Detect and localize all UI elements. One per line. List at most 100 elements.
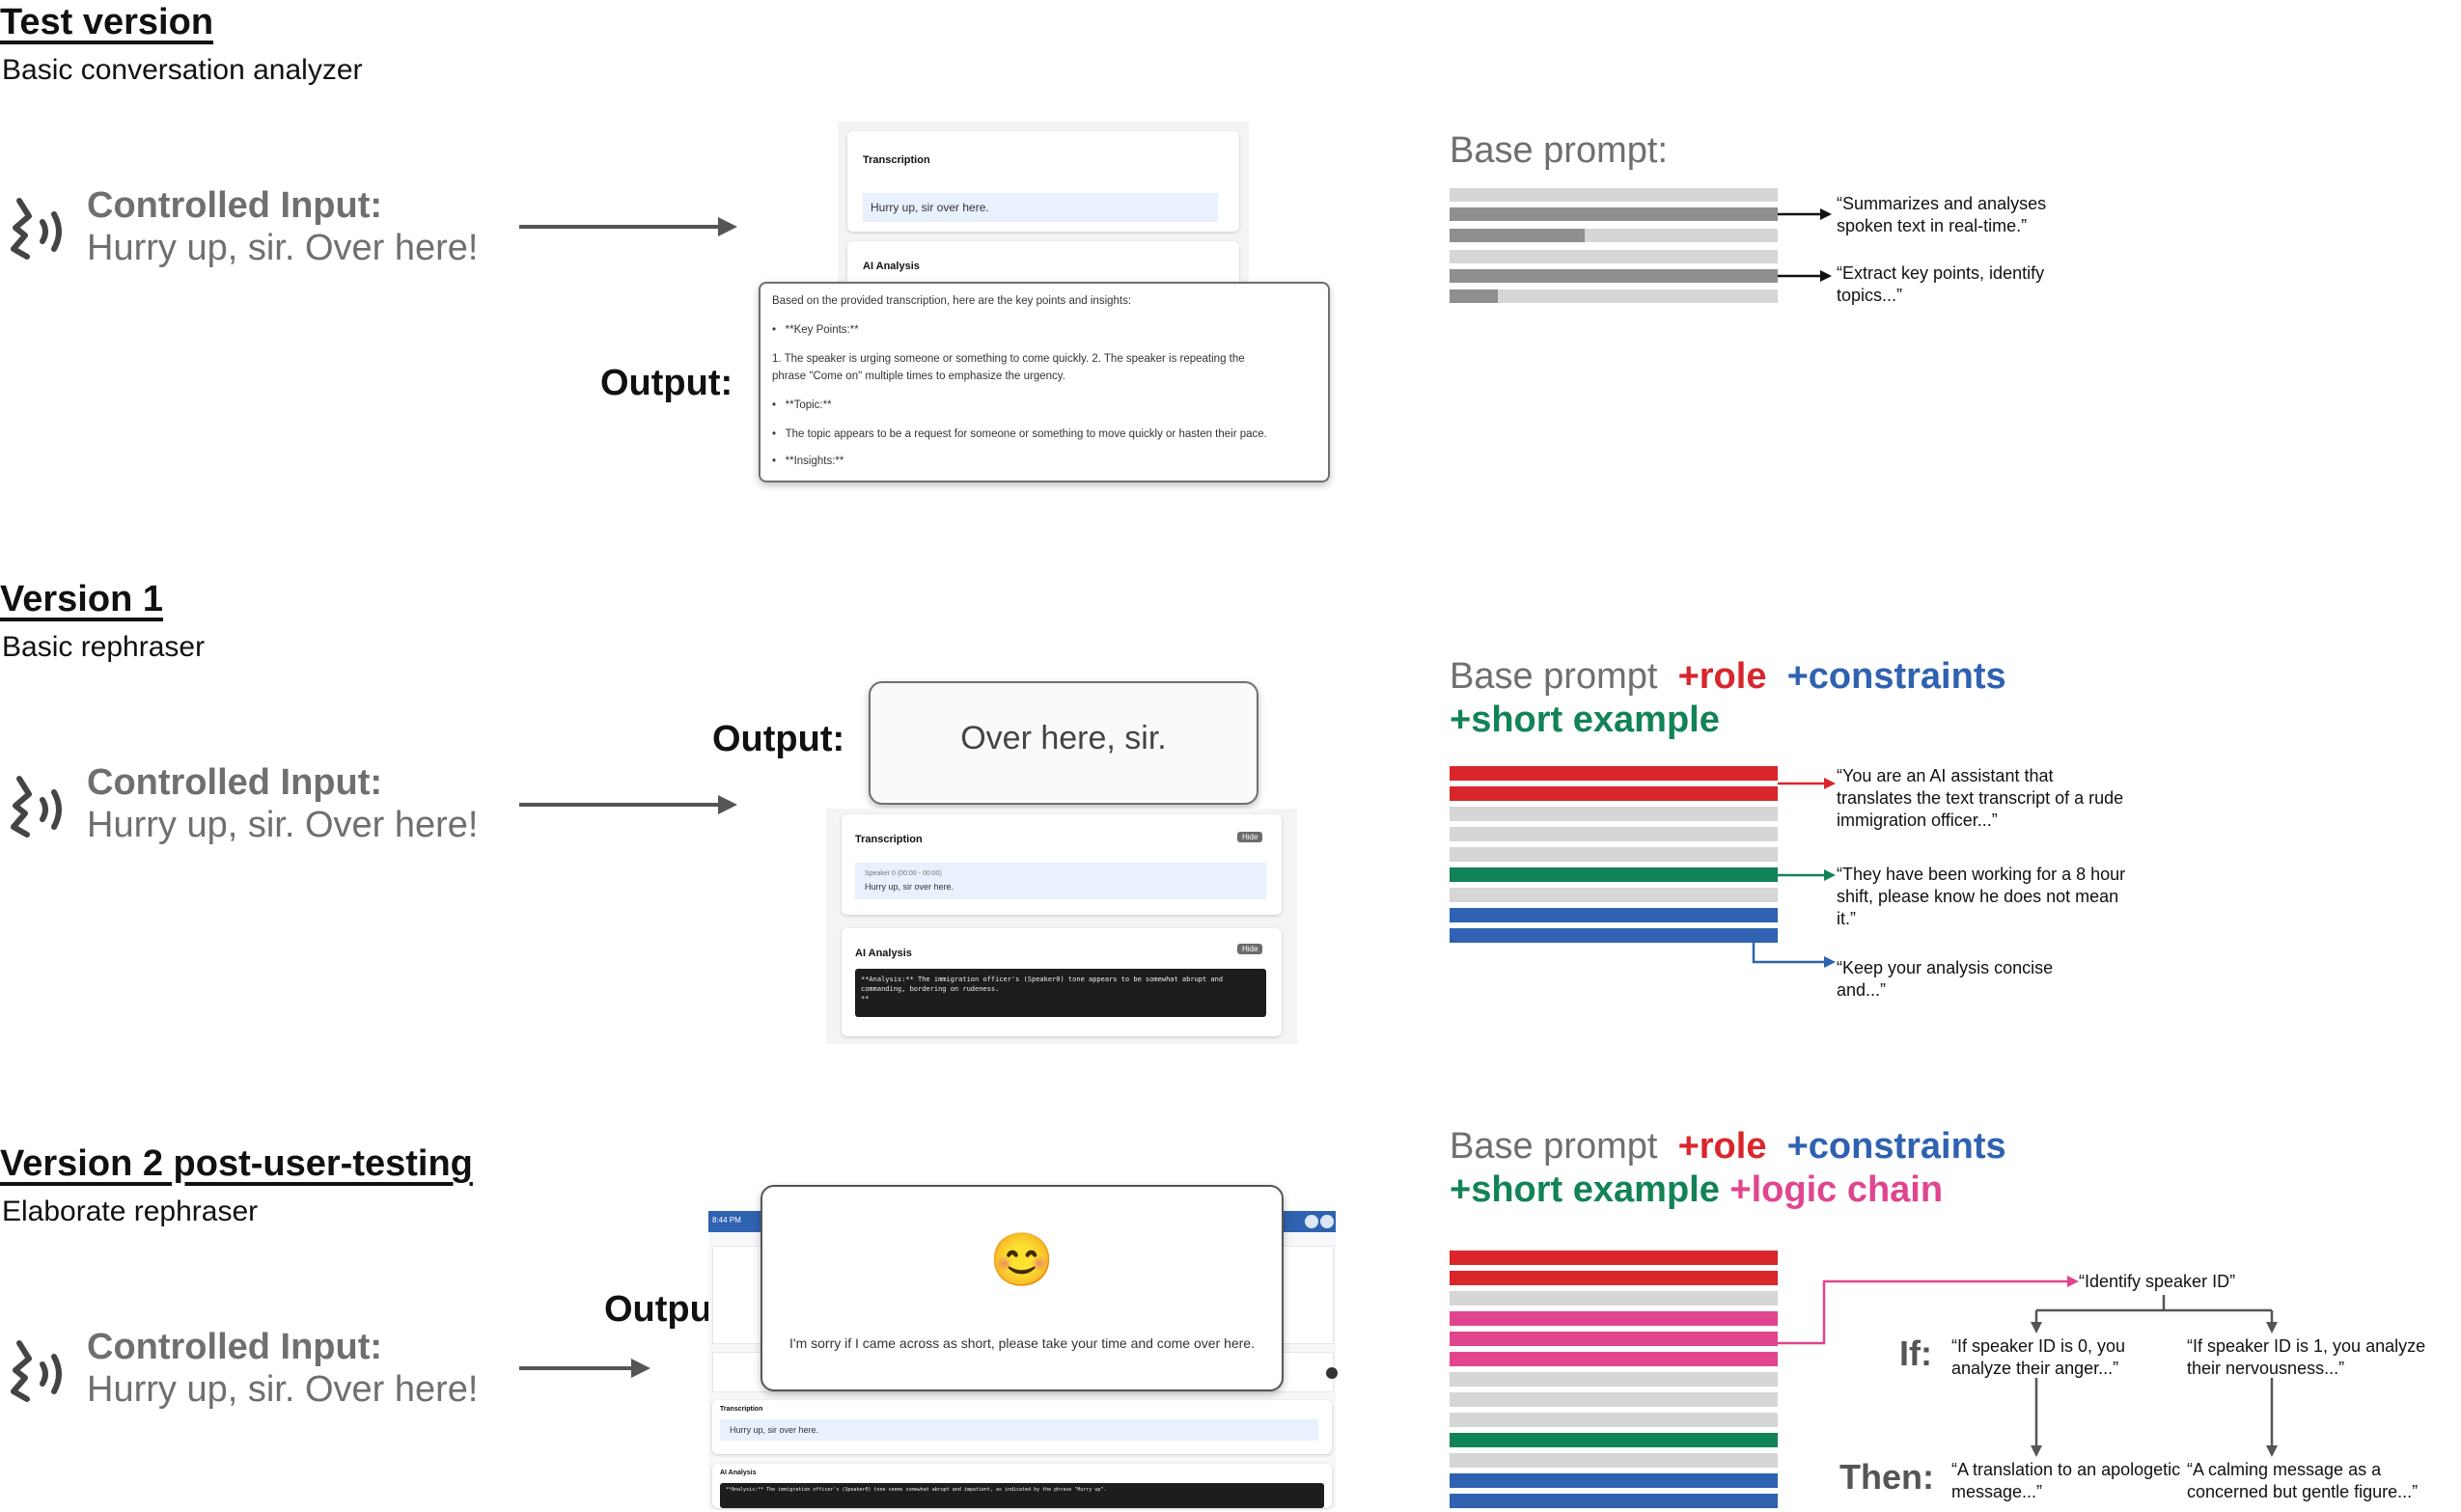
logic-if-right: “If speaker ID is 1, you analyze their n… bbox=[2187, 1336, 2426, 1378]
analysis-title: AI Analysis bbox=[855, 948, 912, 959]
output-text: I'm sorry if I came across as short, ple… bbox=[789, 1335, 1255, 1351]
controlled-input-text: Hurry up, sir. Over here! bbox=[87, 1369, 479, 1410]
output-bullet: • **Insights:** bbox=[772, 455, 844, 467]
prompt-bar-constraints bbox=[1450, 1494, 1778, 1508]
prompt-note: “Summarizes and analyses spoken text in … bbox=[1837, 194, 2047, 235]
input-arrow bbox=[519, 1359, 650, 1378]
speaking-head-icon bbox=[11, 1340, 62, 1402]
prompt-bar bbox=[1450, 269, 1778, 283]
prompt-bar-role bbox=[1450, 1271, 1778, 1285]
speaker-meta: Speaker 0 (00:00 - 00:00) bbox=[865, 870, 942, 877]
section-title-v1: Version 1 bbox=[0, 579, 163, 619]
analysis-panel: AI Analysis **Analysis:** The immigratio… bbox=[712, 1464, 1332, 1508]
if-label: If: bbox=[1899, 1333, 1932, 1373]
prompt-bar bbox=[1450, 1413, 1778, 1427]
then-label: Then: bbox=[1839, 1457, 1934, 1497]
output-bullet: • The topic appears to be a request for … bbox=[772, 428, 1267, 440]
prompt-bar-constraints bbox=[1450, 1473, 1778, 1488]
base-prompt-title-line2: +short example bbox=[1450, 700, 1720, 740]
controlled-input-text: Hurry up, sir. Over here! bbox=[87, 805, 479, 845]
prompt-note: “Extract key points, identify topics...” bbox=[1837, 263, 2045, 305]
output-text: Over here, sir. bbox=[960, 720, 1167, 756]
controlled-input-label: Controlled Input: bbox=[87, 762, 383, 803]
settings-icon[interactable] bbox=[1320, 1215, 1334, 1228]
prompt-bar-logic bbox=[1450, 1332, 1778, 1346]
analysis-title: AI Analysis bbox=[720, 1470, 757, 1476]
prompt-bar bbox=[1450, 289, 1778, 303]
smile-emoji-icon: 😊 bbox=[989, 1231, 1055, 1289]
transcription-panel: Transcription Hurry up, sir over here. bbox=[712, 1400, 1332, 1454]
transcription-field: Hurry up, sir over here. bbox=[863, 193, 1218, 222]
section-title-test: Test version bbox=[0, 2, 214, 42]
record-icon[interactable] bbox=[1326, 1367, 1338, 1379]
output-label: Output: bbox=[600, 363, 733, 403]
output-card: Based on the provided transcription, her… bbox=[759, 282, 1330, 482]
transcription-field: Hurry up, sir over here. bbox=[720, 1419, 1318, 1441]
prompt-bar bbox=[1450, 188, 1778, 202]
prompt-arrows bbox=[1778, 208, 1832, 282]
prompt-bar-role bbox=[1450, 766, 1778, 781]
speaking-head-icon bbox=[11, 198, 62, 260]
prompt-arrows bbox=[1752, 778, 1836, 968]
avatar-icon[interactable] bbox=[1305, 1215, 1318, 1228]
transcription-panel: Transcription Hurry up, sir over here. bbox=[847, 131, 1239, 232]
prompt-bar bbox=[1450, 289, 1498, 303]
input-arrow bbox=[519, 217, 737, 236]
prompt-bar-logic bbox=[1450, 1311, 1778, 1326]
prompt-bar-logic bbox=[1450, 1352, 1778, 1366]
prompt-bar bbox=[1450, 807, 1778, 821]
transcription-field: Speaker 0 (00:00 - 00:00) Hurry up, sir … bbox=[855, 863, 1266, 899]
app-time: 8:44 PM bbox=[712, 1216, 741, 1224]
base-prompt-title: Base prompt +role +constraints bbox=[1450, 1126, 2006, 1167]
prompt-bar-constraints bbox=[1450, 908, 1778, 922]
output-card: Over here, sir. bbox=[869, 681, 1258, 805]
controlled-input-label: Controlled Input: bbox=[87, 1327, 383, 1367]
output-label: Output: bbox=[712, 719, 845, 759]
prompt-bar bbox=[1450, 888, 1778, 902]
section-title-v2: Version 2 post-user-testing bbox=[0, 1143, 473, 1184]
analysis-panel: AI Analysis bbox=[847, 241, 1239, 289]
section-subtitle-v2: Elaborate rephraser bbox=[2, 1196, 259, 1227]
prompt-bar bbox=[1450, 827, 1778, 841]
logic-root-node: “Identify speaker ID” bbox=[2079, 1272, 2236, 1291]
logic-then-left: “A translation to an apologetic message.… bbox=[1951, 1460, 2181, 1501]
prompt-bar bbox=[1450, 1372, 1778, 1387]
prompt-bar-constraints bbox=[1450, 928, 1778, 943]
transcription-title: Transcription bbox=[863, 154, 930, 166]
hide-button[interactable]: Hide bbox=[1237, 944, 1263, 954]
base-prompt-title: Base prompt: bbox=[1450, 130, 1668, 171]
output-card: 😊 I'm sorry if I came across as short, p… bbox=[760, 1185, 1284, 1391]
analysis-panel: AI Analysis Hide **Analysis:** The immig… bbox=[842, 928, 1282, 1036]
output-bullet: • **Topic:** bbox=[772, 399, 832, 411]
prompt-note-role: “You are an AI assistant that translates… bbox=[1837, 766, 2124, 830]
analysis-text: **Analysis:** The immigration officer's … bbox=[861, 976, 1224, 993]
app-screenshot: Transcription Hide Speaker 0 (00:00 - 00… bbox=[826, 809, 1297, 1044]
prompt-bar-role bbox=[1450, 786, 1778, 801]
transcription-title: Transcription bbox=[855, 834, 923, 845]
hide-button[interactable]: Hide bbox=[1237, 832, 1263, 842]
output-line: phrase "Come on" multiple times to empha… bbox=[772, 371, 1065, 382]
analysis-output: **Analysis:** The immigration officer's … bbox=[720, 1483, 1324, 1508]
transcription-panel: Transcription Hide Speaker 0 (00:00 - 00… bbox=[842, 814, 1282, 915]
app-screenshot: Transcription Hurry up, sir over here. A… bbox=[838, 122, 1249, 289]
transcription-text: Hurry up, sir over here. bbox=[865, 882, 954, 892]
prompt-bar bbox=[1450, 1291, 1778, 1306]
prompt-note-example: “They have been working for a 8 hour shi… bbox=[1837, 865, 2126, 928]
prompt-bar bbox=[1450, 1453, 1778, 1468]
logic-then-right: “A calming message as a concerned but ge… bbox=[2187, 1460, 2419, 1501]
prompt-bar bbox=[1450, 847, 1778, 862]
controlled-input-label: Controlled Input: bbox=[87, 185, 383, 226]
section-subtitle-v1: Basic rephraser bbox=[2, 631, 206, 663]
prompt-bar-example bbox=[1450, 1433, 1778, 1447]
prompt-note-constraints: “Keep your analysis concise and...” bbox=[1837, 958, 2054, 1000]
prompt-bar bbox=[1450, 229, 1585, 242]
analysis-title: AI Analysis bbox=[863, 261, 920, 272]
base-prompt-title-line2: +short example +logic chain bbox=[1450, 1169, 1944, 1210]
section-subtitle-test: Basic conversation analyzer bbox=[2, 54, 363, 86]
output-bullet: • **Key Points:** bbox=[772, 324, 859, 336]
prompt-bar bbox=[1450, 1392, 1778, 1407]
logic-if-left: “If speaker ID is 0, you analyze their a… bbox=[1951, 1336, 2126, 1378]
output-line: Based on the provided transcription, her… bbox=[772, 295, 1132, 307]
prompt-bar bbox=[1450, 207, 1778, 221]
prompt-bar-role bbox=[1450, 1251, 1778, 1265]
